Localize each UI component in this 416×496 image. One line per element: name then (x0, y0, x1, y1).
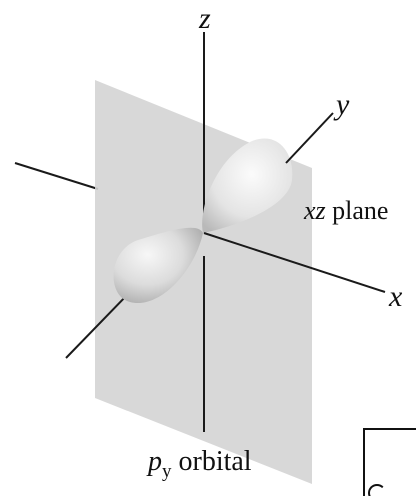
plane-label-axes: xz (304, 196, 326, 225)
orbital-subscript: y (162, 461, 172, 482)
callout-arc (368, 484, 386, 496)
z-axis-label: z (199, 4, 211, 34)
plane-label: xz plane (304, 198, 388, 224)
x-axis-back (15, 163, 98, 189)
x-axis-label: x (389, 282, 402, 312)
orbital-caption: py orbital (148, 448, 252, 481)
orbital-word: orbital (179, 446, 252, 477)
orbital-symbol: p (148, 446, 162, 477)
y-axis-back (286, 113, 333, 163)
y-axis-label: y (336, 90, 349, 120)
